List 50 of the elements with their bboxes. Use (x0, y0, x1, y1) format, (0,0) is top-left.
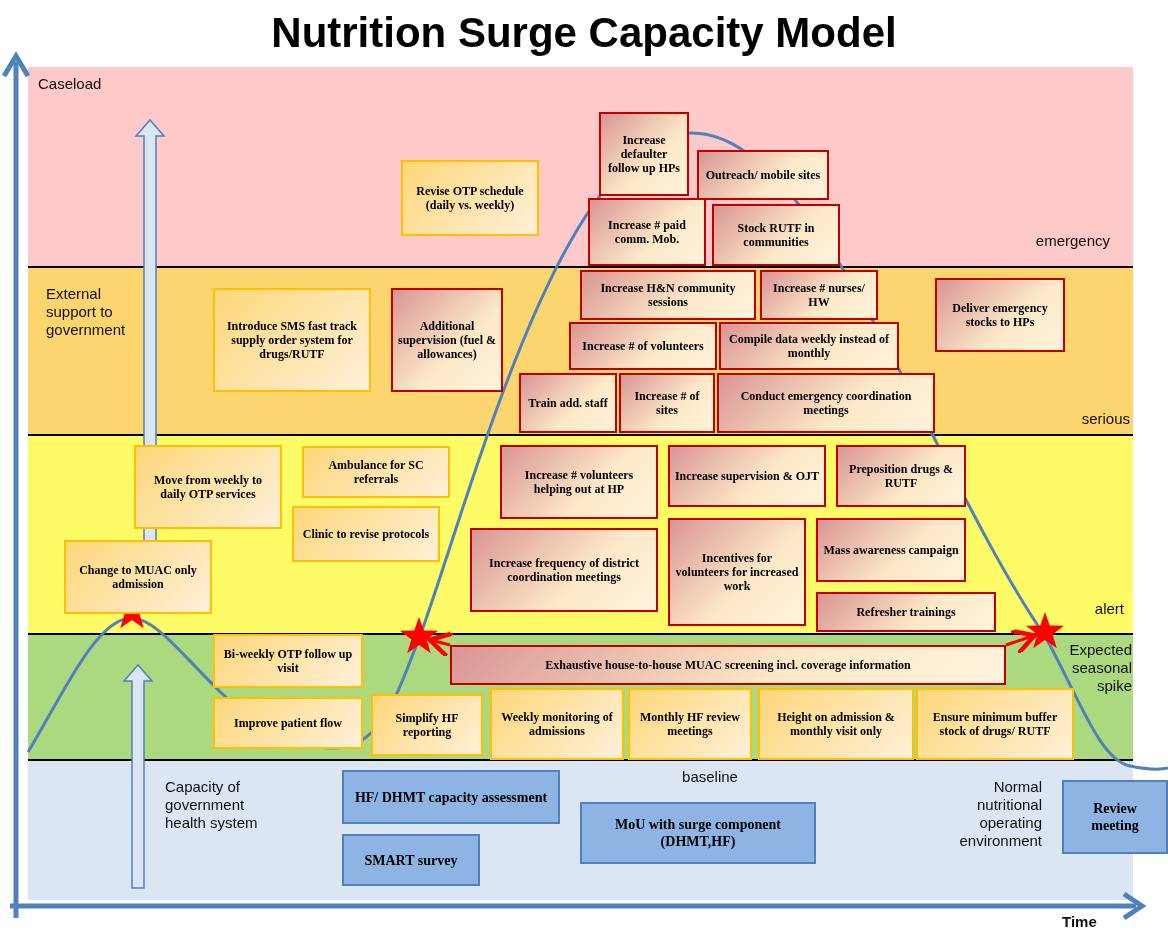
row-label: External support to government (46, 285, 127, 339)
surge-action-box: Exhaustive house-to-house MUAC screening incl. coverage information (450, 645, 1006, 685)
capacity-box: MoU with surge component (DHMT,HF) (580, 802, 816, 864)
surge-action-box: Increase frequency of district coordination meetings (470, 528, 658, 612)
surge-action-box: Increase defaulter follow up HPs (599, 112, 689, 196)
surge-action-box: Mass awareness campaign (816, 518, 966, 582)
surge-action-box: Refresher trainings (816, 592, 996, 632)
surge-action-box: Increase # of sites (619, 373, 715, 433)
action-box: Ambulance for SC referrals (302, 446, 450, 498)
arrow (427, 631, 456, 659)
action-box: Revise OTP schedule (daily vs. weekly) (401, 160, 539, 236)
surge-action-box: Increase H&N community sessions (580, 270, 756, 320)
surge-action-box: Preposition drugs & RUTF (836, 445, 966, 507)
capacity-box: Review meeting (1062, 780, 1168, 854)
surge-action-box: Deliver emergency stocks to HPs (935, 278, 1065, 352)
action-box: Simplify HF reporting (371, 694, 483, 756)
title: Nutrition Surge Capacity Model (270, 8, 898, 58)
surge-action-box: Incentives for volunteers for increased work (668, 518, 806, 626)
level-label: serious (1080, 410, 1130, 428)
surge-action-box: Increase # nurses/ HW (760, 270, 878, 320)
surge-action-box: Increase # volunteers helping out at HP (500, 445, 658, 519)
action-box: Change to MUAC only admission (64, 540, 212, 614)
surge-action-box: Increase # paid comm. Mob. (588, 198, 706, 266)
row-label: Capacity of government health system (165, 778, 259, 832)
surge-action-box: Train add. staff (519, 373, 617, 433)
action-box: Weekly monitoring of admissions (490, 688, 624, 760)
surge-action-box: Outreach/ mobile sites (697, 150, 829, 200)
action-box: Bi-weekly OTP follow up visit (213, 634, 363, 688)
level-label: emergency (1034, 232, 1110, 250)
level-label: baseline (681, 768, 739, 786)
surge-action-box: Conduct emergency coordination meetings (717, 373, 935, 433)
action-box: Clinic to revise protocols (292, 506, 440, 562)
surge-action-box: Increase supervision & OJT (668, 445, 826, 507)
surge-action-box: Compile data weekly instead of monthly (719, 322, 899, 370)
action-box: Introduce SMS fast track supply order system for drugs/RUTF (213, 288, 371, 392)
level-label: alert (1093, 600, 1124, 618)
surge-action-box: Increase # of volunteers (569, 322, 717, 370)
action-box: Improve patient flow (213, 697, 363, 749)
action-box: Move from weekly to daily OTP services (134, 445, 282, 529)
axis-label: Caseload (38, 75, 103, 93)
capacity-box: SMART survey (342, 834, 480, 886)
action-box: Ensure minimum buffer stock of drugs/ RUTF (916, 688, 1074, 760)
capacity-box: HF/ DHMT capacity assessment (342, 770, 560, 824)
surge-action-box: Stock RUTF in communities (712, 204, 840, 266)
level-label: Normal nutritional operating environment (958, 778, 1042, 850)
arrow (1005, 628, 1037, 656)
surge-action-box: Additional supervision (fuel & allowances) (391, 288, 503, 392)
action-box: Monthly HF review meetings (628, 688, 752, 760)
action-box: Height on admission & monthly visit only (758, 688, 914, 760)
axis-label: Time (1062, 913, 1098, 931)
